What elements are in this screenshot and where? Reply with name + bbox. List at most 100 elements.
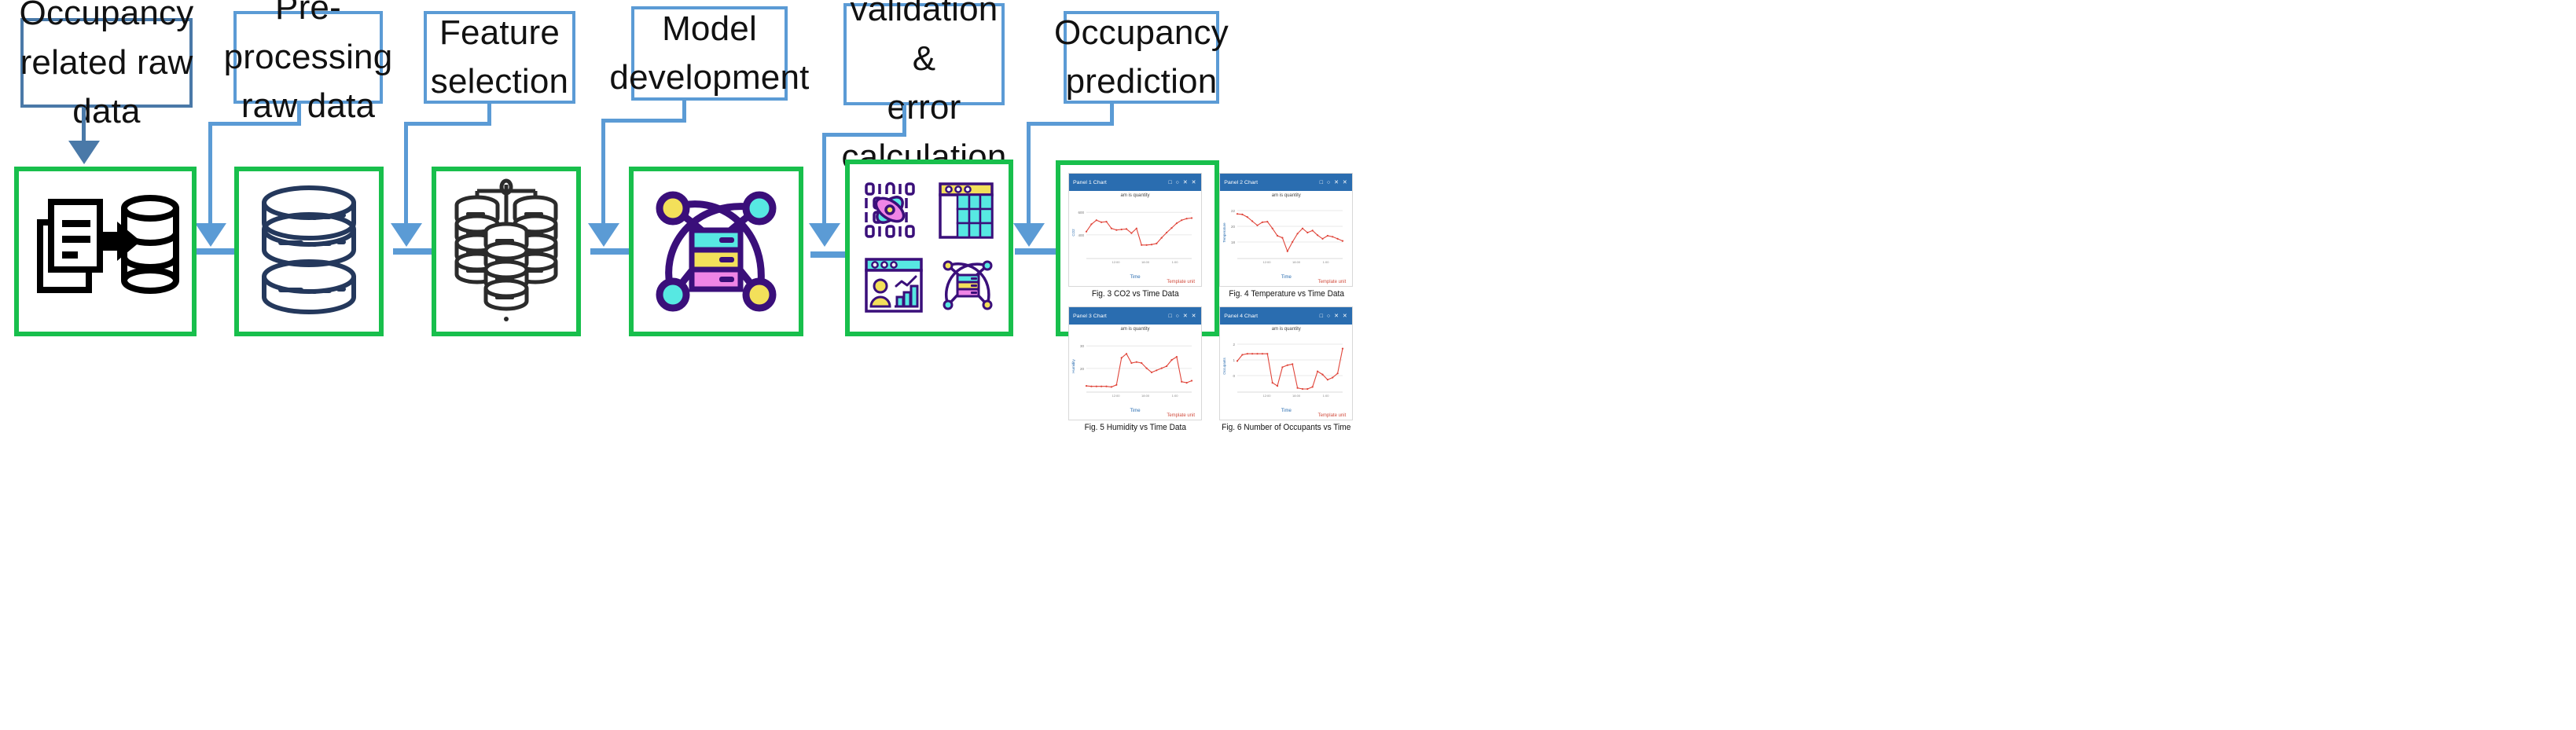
svg-text:1:00: 1:00	[1323, 394, 1330, 398]
connector-3-vertical-a	[487, 104, 491, 124]
svg-text:20: 20	[1080, 367, 1085, 371]
connector-6-vertical-a	[1110, 104, 1114, 124]
step-label: Occupancy related raw data	[19, 0, 194, 131]
window-controls-icon[interactable]: □ ○ ✕ ✕	[1319, 180, 1349, 185]
connector-4-vertical-a	[682, 101, 686, 121]
icon-box-model-development[interactable]	[629, 167, 803, 336]
svg-text:1:00: 1:00	[1172, 260, 1179, 264]
chart-xlabel: Time	[1281, 409, 1292, 413]
connector-3-horizontal	[404, 122, 491, 126]
flow-arrow-5-shaft	[1015, 248, 1070, 255]
icon-box-pre-processing-raw-data[interactable]	[234, 167, 384, 336]
chart-legend: Template unit	[1167, 413, 1195, 418]
chart-legend: Template unit	[1167, 280, 1195, 284]
connector-3-arrowhead	[391, 223, 422, 247]
connector-3-vertical-b	[404, 122, 408, 225]
chart-xlabel: Time	[1130, 409, 1141, 413]
step-box-occupancy-related-raw-data[interactable]: Occupancy related raw data	[20, 0, 194, 130]
icon-box-model-validation-error-calculation[interactable]	[845, 160, 1013, 336]
window-controls-icon[interactable]: □ ○ ✕ ✕	[1168, 180, 1197, 185]
svg-text:1:00: 1:00	[1172, 394, 1179, 398]
icon-box-occupancy-related-raw-data[interactable]	[14, 167, 197, 336]
document-to-database-icon	[37, 195, 179, 294]
icon-box-occupancy-prediction[interactable]: Panel 1 Chart □ ○ ✕ ✕ am is quantity 600 400…	[1056, 160, 1354, 432]
svg-text:600: 600	[1078, 211, 1084, 215]
connector-4-vertical-b	[601, 119, 605, 225]
connector-1-arrowhead	[68, 141, 100, 164]
svg-text:18: 18	[1231, 240, 1236, 244]
chart-panel[interactable]: Panel 3 Chart □ ○ ✕ ✕ am is quantity 30 20 Hu…	[1068, 306, 1202, 420]
svg-text:12:00: 12:00	[1112, 394, 1121, 398]
connector-6-horizontal	[1027, 122, 1114, 126]
connector-2-vertical-b	[208, 122, 212, 225]
atom-server-small-icon	[943, 260, 993, 310]
chart-caption: Fig. 3 CO2 vs Time Data	[1091, 289, 1179, 299]
chart-title: am is quantity	[1120, 327, 1150, 332]
svg-text:1:00: 1:00	[1323, 260, 1330, 264]
svg-text:Humidity: Humidity	[1071, 359, 1075, 373]
connector-2-horizontal	[208, 122, 301, 126]
svg-text:20: 20	[1231, 225, 1236, 229]
svg-text:30: 30	[1080, 344, 1085, 348]
window-controls-icon[interactable]: □ ○ ✕ ✕	[1168, 314, 1197, 319]
prediction-charts-icon: Panel 1 Chart □ ○ ✕ ✕ am is quantity 600 400…	[1068, 173, 1357, 432]
step-label: Pre-processing raw data	[223, 0, 393, 126]
chart-caption: Fig. 6 Number of Occupants vs Time	[1222, 423, 1351, 432]
chart-panel-title: Panel 4 Chart	[1224, 313, 1259, 319]
connector-5-arrowhead	[809, 223, 840, 247]
validation-icons-group	[865, 182, 994, 313]
step-box-occupancy-prediction[interactable]: Occupancy prediction	[1054, 11, 1229, 104]
chart-panel-titlebar: Panel 1 Chart □ ○ ✕ ✕	[1069, 174, 1201, 191]
window-controls-icon[interactable]: □ ○ ✕ ✕	[1319, 314, 1349, 319]
svg-text:CO2: CO2	[1071, 229, 1075, 237]
step-box-model-validation-error-calculation[interactable]: Model validation & error calculation	[841, 0, 1006, 176]
svg-text:18:00: 18:00	[1292, 260, 1301, 264]
flow-arrow-3-shaft	[590, 248, 645, 255]
svg-text:Occupants: Occupants	[1222, 357, 1226, 374]
step-label: Feature selection	[430, 13, 569, 101]
chart-title: am is quantity	[1271, 193, 1301, 198]
step-label: Model validation & error calculation	[841, 0, 1007, 176]
connector-4-arrowhead	[588, 223, 619, 247]
connector-6-arrowhead	[1013, 223, 1045, 247]
step-box-model-development[interactable]: Model development	[609, 6, 809, 101]
chart-xlabel: Time	[1281, 275, 1292, 280]
connector-2-vertical-a	[297, 104, 301, 124]
svg-text:Temperature: Temperature	[1222, 222, 1226, 243]
chart-panel-title: Panel 1 Chart	[1073, 179, 1107, 185]
database-stack-icon	[262, 185, 356, 314]
chart-plot: 30 20 Humidity 12:00 18:00 1:00	[1071, 344, 1193, 398]
chart-panel-titlebar: Panel 3 Chart □ ○ ✕ ✕	[1069, 307, 1201, 325]
svg-text:18:00: 18:00	[1141, 260, 1150, 264]
connector-2-arrowhead	[195, 223, 226, 247]
chart-legend: Template unit	[1317, 280, 1347, 284]
step-box-feature-selection[interactable]: Feature selection	[424, 11, 575, 104]
svg-text:12:00: 12:00	[1263, 394, 1272, 398]
chart-panel-title: Panel 3 Chart	[1073, 313, 1107, 319]
flow-arrow-1-shaft	[197, 248, 252, 255]
chart-panel-titlebar: Panel 2 Chart□ ○ ✕ ✕	[1220, 174, 1353, 191]
connector-1-vertical	[82, 108, 86, 142]
svg-text:18:00: 18:00	[1141, 394, 1150, 398]
chart-xlabel: Time	[1130, 275, 1141, 280]
chart-title: am is quantity	[1271, 327, 1301, 332]
svg-text:12:00: 12:00	[1112, 260, 1121, 264]
svg-text:400: 400	[1078, 233, 1084, 237]
chart-legend: Template unit	[1317, 413, 1347, 418]
connector-5-vertical-a	[902, 105, 906, 135]
flow-arrow-4-shaft	[810, 251, 865, 258]
server-cluster-tree-icon	[454, 178, 558, 321]
step-label: Model development	[609, 9, 810, 97]
chart-caption: Fig. 4 Temperature vs Time Data	[1228, 289, 1344, 299]
icon-box-feature-selection[interactable]	[432, 167, 581, 336]
step-box-pre-processing-raw-data[interactable]: Pre-processing raw data	[224, 0, 393, 125]
